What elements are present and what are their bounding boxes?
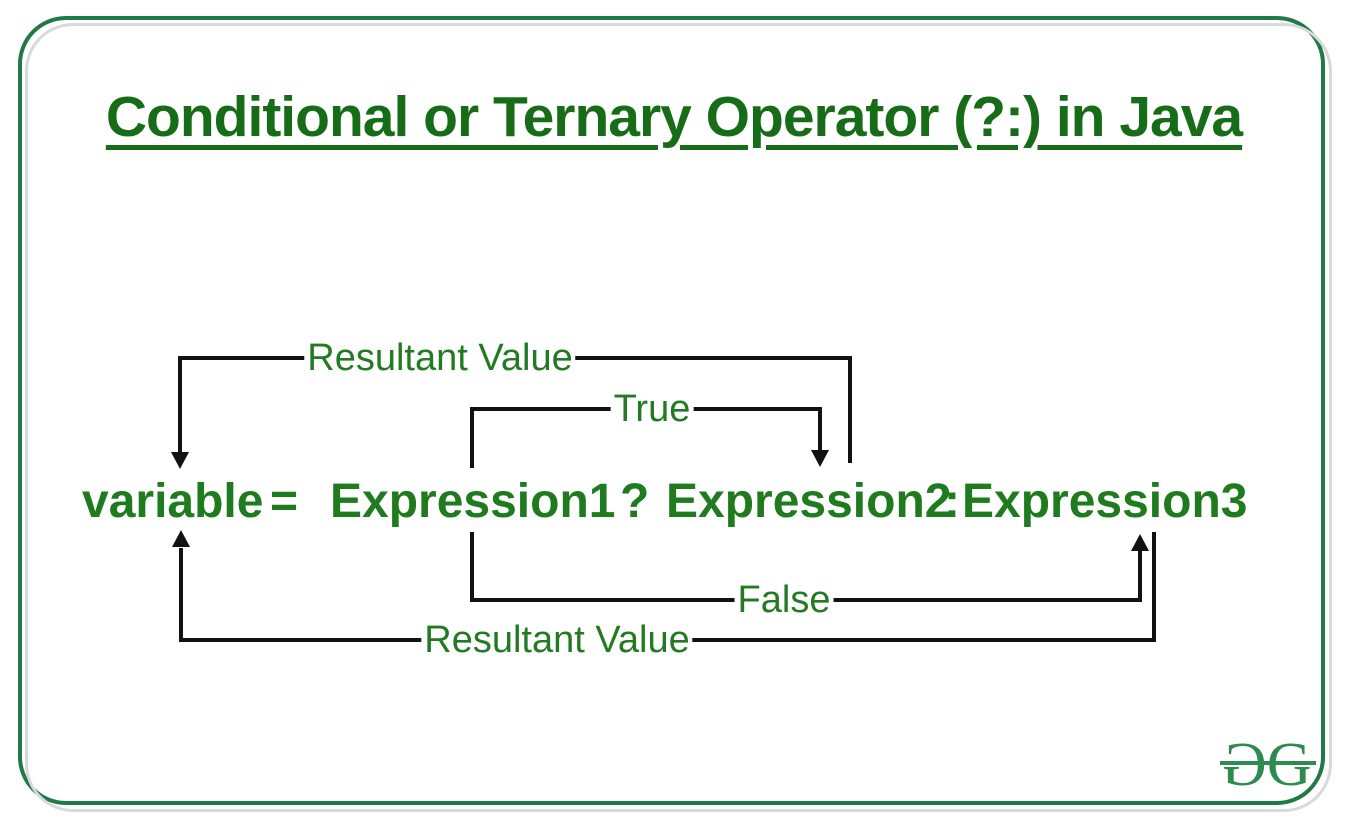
arrowhead-down-icon bbox=[171, 452, 189, 469]
logo-strike-line bbox=[1220, 761, 1316, 765]
expression-colon: : bbox=[944, 475, 960, 528]
arrow-line bbox=[178, 356, 182, 452]
label-resultant-value-top: Resultant Value bbox=[304, 339, 576, 377]
page-title: Conditional or Ternary Operator (?:) in … bbox=[105, 85, 1243, 149]
expression-true-value: Expression2 bbox=[666, 475, 952, 528]
expression-variable: variable bbox=[82, 475, 264, 528]
arrow-line bbox=[470, 532, 474, 602]
arrowhead-up-icon bbox=[1131, 534, 1149, 551]
expression-equals-sign: = bbox=[270, 475, 299, 528]
label-true: True bbox=[610, 390, 694, 428]
arrow-line bbox=[818, 407, 822, 450]
label-false: False bbox=[734, 581, 834, 619]
expression-condition: Expression1 bbox=[330, 475, 616, 528]
label-resultant-value-bottom: Resultant Value bbox=[421, 621, 693, 659]
expression-false-value: Expression3 bbox=[962, 475, 1248, 528]
arrowhead-down-icon bbox=[811, 450, 829, 467]
arrow-line bbox=[470, 407, 474, 468]
geeksforgeeks-logo: GG bbox=[1220, 731, 1316, 799]
arrow-line bbox=[1152, 532, 1156, 642]
arrowhead-up-icon bbox=[172, 530, 190, 547]
logo-mirrored-g: G bbox=[1226, 731, 1267, 799]
card-border bbox=[18, 16, 1325, 805]
expression-question-mark: ? bbox=[620, 475, 650, 528]
arrow-line bbox=[1138, 551, 1142, 602]
arrow-line bbox=[848, 356, 852, 463]
arrow-line bbox=[179, 548, 183, 642]
logo-g: G bbox=[1266, 731, 1312, 799]
